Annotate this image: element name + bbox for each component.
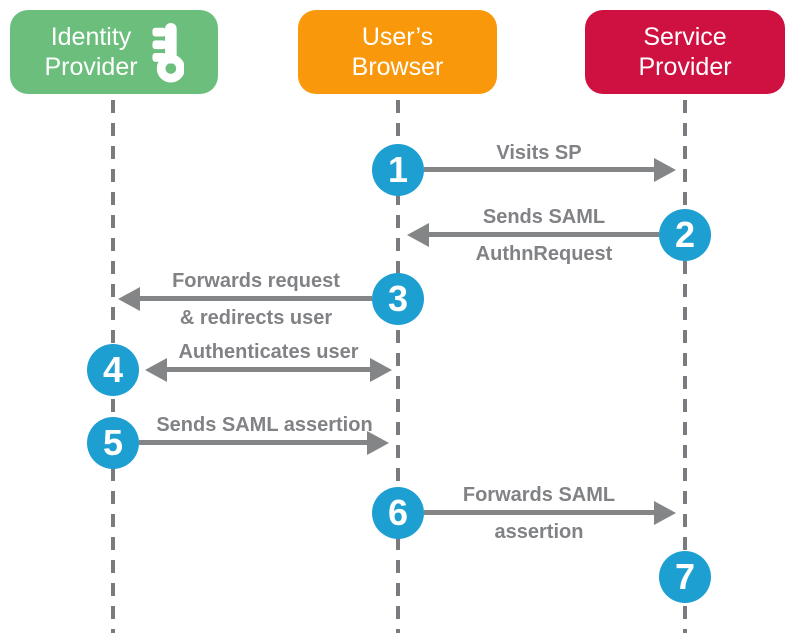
arrowhead-right-icon	[370, 358, 392, 382]
step-badge-1: 1	[372, 144, 424, 196]
arrowhead-right-icon	[654, 501, 676, 525]
message-redirects-user: & redirects user	[179, 307, 333, 329]
step-number-4: 4	[102, 349, 124, 390]
step-number-2: 2	[674, 214, 696, 255]
arrowhead-left-icon	[118, 287, 140, 311]
step-badge-7: 7	[659, 551, 711, 603]
message-authenticates-user: Authenticates user	[178, 341, 359, 363]
arrowhead-left-icon	[145, 358, 167, 382]
lane-sp-line2: Provider	[638, 53, 732, 81]
arrowhead-left-icon	[407, 223, 429, 247]
lane-idp-line2: Provider	[44, 53, 138, 81]
arrow-forwards-request	[140, 296, 372, 301]
step-number-7: 7	[674, 556, 696, 597]
lane-browser-line1: User’s	[361, 22, 434, 51]
message-forwards-saml: Forwards SAML	[462, 484, 616, 506]
arrow-forwards-assertion	[424, 510, 654, 515]
step-number-1: 1	[387, 149, 409, 190]
arrow-sends-assertion	[139, 440, 368, 445]
step-number-6: 6	[387, 492, 409, 533]
step-badge-5: 5	[87, 417, 139, 469]
arrow-authenticates-user	[167, 367, 371, 372]
lane-idp-line1: Identity	[50, 22, 132, 51]
lane-sp-line1: Service	[643, 22, 727, 51]
lifeline-users-browser	[396, 100, 400, 633]
message-assertion: assertion	[494, 521, 584, 543]
step-badge-4: 4	[87, 344, 139, 396]
message-visits-sp: Visits SP	[496, 142, 582, 164]
step-number-3: 3	[387, 278, 409, 319]
step-badge-2: 2	[659, 209, 711, 261]
lane-browser-line2: Browser	[351, 53, 444, 81]
step-number-5: 5	[102, 422, 124, 463]
step-badge-3: 3	[372, 273, 424, 325]
arrow-visits-sp	[424, 167, 654, 172]
message-sends-assertion: Sends SAML assertion	[156, 414, 373, 436]
message-forwards-request: Forwards request	[172, 270, 340, 292]
lifeline-service-provider	[683, 100, 687, 633]
arrowhead-right-icon	[367, 431, 389, 455]
step-badge-6: 6	[372, 487, 424, 539]
arrowhead-right-icon	[654, 158, 676, 182]
arrow-sends-authnrequest	[429, 232, 659, 237]
key-icon	[151, 22, 184, 83]
message-authnrequest: AuthnRequest	[475, 243, 613, 265]
message-sends-saml: Sends SAML	[482, 206, 606, 228]
